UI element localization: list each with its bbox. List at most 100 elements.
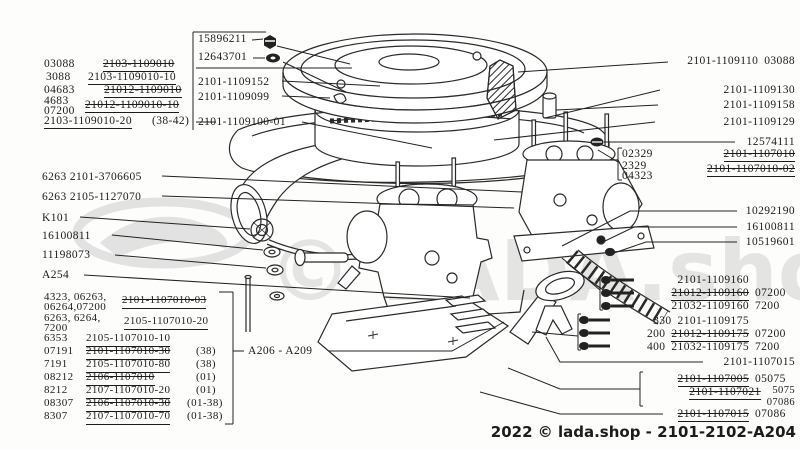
part-code: 7200 xyxy=(755,300,780,312)
part-number: 2107-1107010-20 xyxy=(86,384,171,399)
part-number: 2101-1109152 xyxy=(198,76,270,88)
part-number: 2101-1109110 xyxy=(687,55,759,67)
part-number: 21032-1109175 xyxy=(671,341,749,353)
part-note: (01) xyxy=(196,371,216,383)
part-number: 6263 2101-3706605 xyxy=(42,171,142,183)
part-number: 21032-1109160 xyxy=(671,300,749,312)
gasket-range-label: A206 - A209 xyxy=(248,345,313,357)
part-code: 3088 xyxy=(46,71,71,83)
part-code: 07200 xyxy=(755,287,786,299)
assembly-drawing xyxy=(228,33,671,372)
part-code: 04683 xyxy=(44,84,75,96)
part-number-old: 2101-1107010 xyxy=(723,148,795,163)
part-number: 2101-1109100-01 xyxy=(198,116,286,128)
small-screw xyxy=(596,235,606,245)
part-code: 4683 xyxy=(44,95,69,107)
part-code: 07191 xyxy=(44,345,74,357)
part-row: 400 21032-1109175 7200 xyxy=(647,341,795,353)
part-code: 8307 xyxy=(44,410,68,422)
part-code: 08212 xyxy=(44,371,74,383)
part-row: 2101-1107015 07086 xyxy=(677,408,795,423)
part-code: 06264,07200 xyxy=(44,301,107,313)
part-number: 2103-1109010-10 xyxy=(88,71,176,86)
part-number-old: 2101-1107021 xyxy=(689,386,761,401)
part-number: K101 xyxy=(42,212,70,224)
clamp xyxy=(250,218,274,242)
part-number-old: 2106-1107010-30 xyxy=(86,397,171,412)
nut-icon xyxy=(264,35,276,49)
part-number: 2101-1109129 xyxy=(723,116,795,128)
part-note: (38-42) xyxy=(152,115,190,127)
part-number-old: 2103-1109010 xyxy=(103,58,175,73)
part-row: 2101-1109130 xyxy=(724,84,795,96)
part-number: 2105-1107010-80 xyxy=(86,358,171,373)
part-code: 07200 xyxy=(755,328,786,340)
part-row: 330 2101-1109175 xyxy=(653,315,795,327)
part-number-old: 21012-1109010-10 xyxy=(85,99,180,114)
part-number: 15896211 xyxy=(198,33,247,45)
part-number: A254 xyxy=(42,269,70,281)
screw-icons-160 xyxy=(601,276,634,310)
part-number: 2103-1109010-20 xyxy=(44,115,132,130)
part-number: 2101-1109158 xyxy=(723,99,795,111)
part-row: 10292190 xyxy=(746,205,795,217)
part-number: 10519601 xyxy=(745,236,795,248)
part-row: 2101-1107021 5075 07086 xyxy=(689,385,795,408)
part-number: 2101-1109160 xyxy=(677,274,749,286)
mounting-stud xyxy=(244,274,252,332)
part-code: 03088 xyxy=(44,58,75,70)
part-qty: 200 xyxy=(646,328,666,340)
part-number-old: 2101-1107010-02 xyxy=(707,163,795,178)
part-number-old: 2101-1107010-03 xyxy=(122,294,207,309)
part-row: 2101-1107015 xyxy=(724,356,795,368)
part-number: 2107-1107010-70 xyxy=(86,410,171,425)
part-row: 2101-1107010 xyxy=(723,148,795,163)
part-qty: 330 xyxy=(653,315,672,327)
part-code: 8212 xyxy=(44,384,68,396)
screw-icons-175 xyxy=(579,316,610,350)
part-code: 08307 xyxy=(44,397,74,409)
part-number-old: 2101-1107010-30 xyxy=(86,345,171,360)
part-code: 03088 xyxy=(764,55,795,67)
part-number-old: 2101-1107005 xyxy=(677,373,749,388)
page-caption: 2022 © lada.shop - 2101-2102-A204 xyxy=(490,423,796,441)
part-number-old: 21012-1109010 xyxy=(104,84,182,99)
part-code: 2329 xyxy=(622,160,647,172)
part-note: (01) xyxy=(196,384,216,396)
part-number-old: 21012-1109175 xyxy=(671,328,749,343)
part-code: 6263, 6264, xyxy=(44,312,101,324)
part-row: 2101-1107005 05075 xyxy=(677,373,795,388)
part-number-old: 2106-1107010 xyxy=(86,371,155,386)
gasket-stack xyxy=(444,294,497,334)
part-number: 2101-1109130 xyxy=(723,84,795,96)
part-number: 12574111 xyxy=(746,136,795,148)
main-carburetor xyxy=(294,157,525,321)
part-row: 16100811 xyxy=(746,221,795,233)
part-number-old: 2101-1107015 xyxy=(677,408,749,423)
part-row: 200 21012-1109175 07200 xyxy=(646,328,795,343)
part-number: 16100811 xyxy=(746,221,795,233)
part-number: 12643701 xyxy=(198,51,248,63)
part-row: 21032-1109160 7200 xyxy=(671,300,795,312)
part-code: 04323 xyxy=(622,170,653,182)
part-number: 16100811 xyxy=(42,230,91,242)
gasket-small xyxy=(333,93,347,104)
part-row: 2101-1107010-02 xyxy=(707,163,795,178)
part-number: 2101-1109099 xyxy=(198,91,270,103)
part-code: 5075 xyxy=(772,385,795,396)
part-row: 21012-1109160 07200 xyxy=(671,287,795,302)
air-cleaner-lid xyxy=(282,33,548,124)
part-row: 10519601 xyxy=(746,236,795,248)
intake-wedge xyxy=(486,59,517,120)
leader-lines xyxy=(79,31,737,425)
elbow-flange xyxy=(509,270,585,345)
part-code: 7191 xyxy=(44,358,68,370)
part-code-stack: 5075 07086 xyxy=(767,385,795,408)
throttle-shaft xyxy=(299,252,349,263)
part-code: 4323, 06263, xyxy=(44,291,107,303)
label-icons xyxy=(264,35,634,350)
watermark-logo-swoosh xyxy=(100,216,228,257)
part-code: 07086 xyxy=(755,408,786,420)
